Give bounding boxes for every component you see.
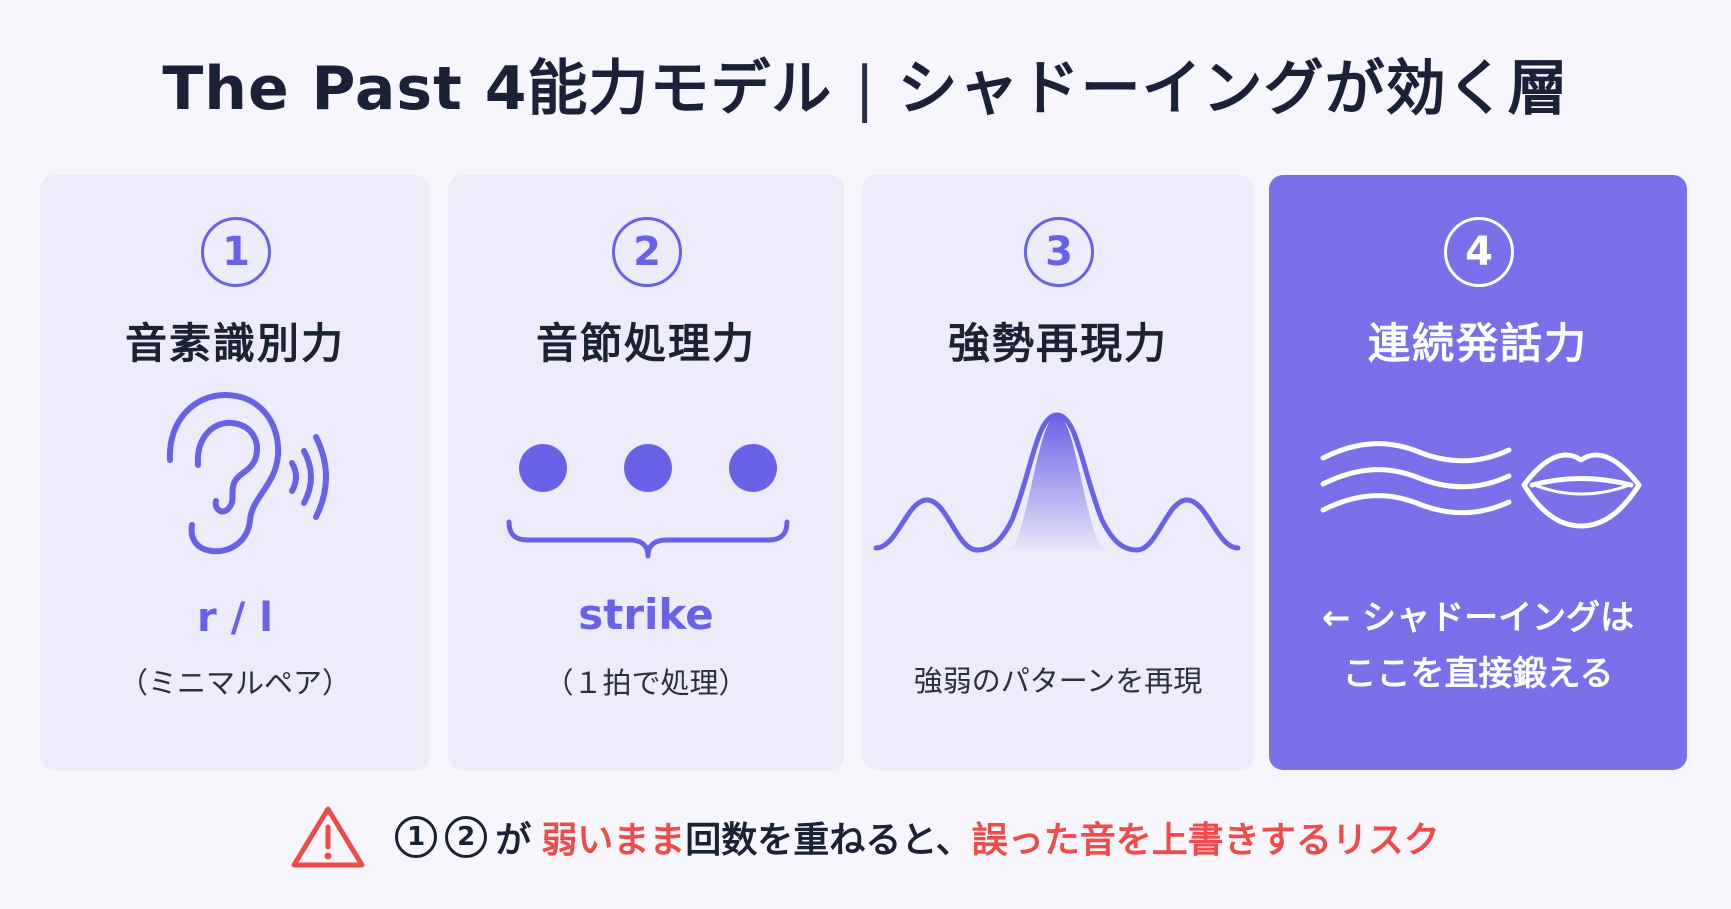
example-text: strike [578,590,714,639]
page-title: The Past 4能力モデル | シャドーイングが効く層 [0,40,1731,127]
card-phoneme: 1 音素識別力 r / l （ミニマルペア） [40,175,430,770]
title-right: シャドーイングが効く層 [897,54,1569,124]
card-number-badge: 1 [201,217,271,287]
three-dots-brace-icon [506,444,790,559]
warning-num-1: 1 [395,816,438,858]
warning-part-4: 誤った音を上書きするリスク [971,820,1440,861]
card-number-badge: 3 [1024,217,1094,287]
card-number-badge: 2 [612,217,682,287]
card-connected-speech: 4 連続発話力 ← シャドーイングは ここを直接鍛える [1269,175,1687,770]
card-caption: 強弱のパターンを再現 [913,664,1203,698]
warning-part-3: 回数を重ねると、 [685,820,972,861]
flow-lips-icon [1320,441,1642,529]
note-line-1: ← シャドーイングは [1321,598,1635,638]
warning-row: 1 2 が 弱いまま 回数を重ねると、 誤った音を上書きするリスク [0,805,1731,869]
card-stress: 3 強勢再現力 強弱のパターンを再現 [862,175,1254,770]
card-caption: （ミニマルペア） [118,666,351,700]
card-caption: （１拍で処理） [544,666,748,700]
ear-sound-icon [166,391,329,555]
title-left: The Past 4能力モデル [162,54,833,124]
card-title: 音節処理力 [535,319,756,368]
warning-part-2: 弱いまま [541,820,686,861]
card-title: 連続発話力 [1367,319,1588,368]
stress-wave-icon [873,412,1241,553]
warning-triangle-icon [291,806,365,868]
warning-num-2: 2 [445,816,488,858]
card-syllable: 2 音節処理力 strike （１拍で処理） [448,175,844,770]
card-title: 音素識別力 [124,319,345,368]
card-number-badge: 4 [1444,217,1514,287]
example-text: r / l [197,595,273,641]
title-separator: | [854,54,876,124]
card-title: 強勢再現力 [947,319,1168,368]
note-line-2: ここを直接鍛える [1342,654,1614,694]
shadowing-note: ← シャドーイングは ここを直接鍛える [1269,590,1687,702]
warning-part-1: が [495,820,532,861]
